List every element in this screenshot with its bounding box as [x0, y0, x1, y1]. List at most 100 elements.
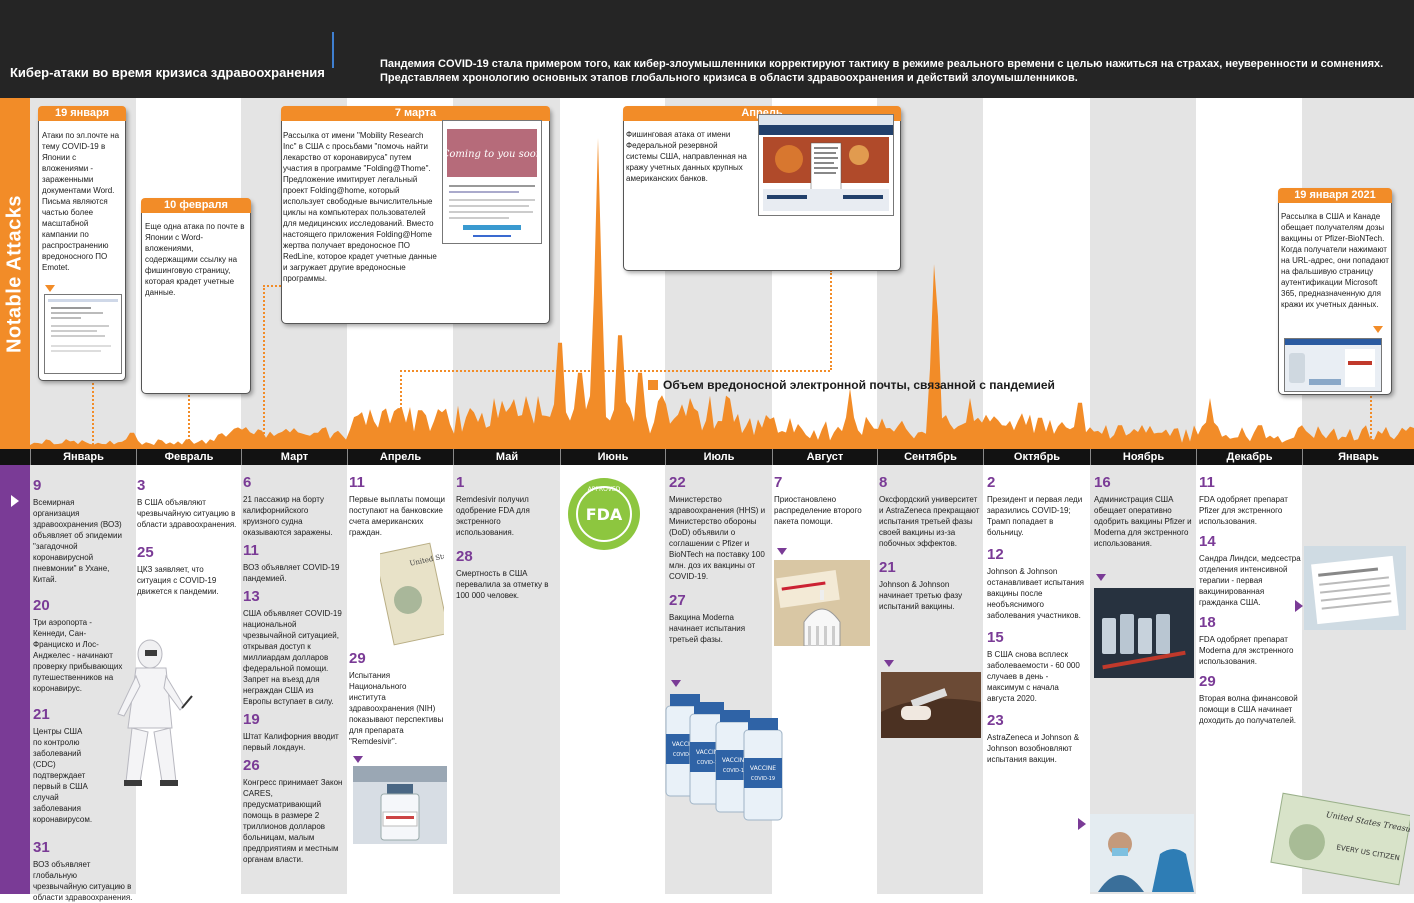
event-text: Министерство здравоохранения (HHS) и Мин… [669, 495, 766, 581]
event-text: FDA одобряет препарат Pfizer для экстрен… [1199, 495, 1288, 526]
chart-month-band [983, 98, 1090, 449]
attack-card-april: Апрель Фишинговая атака от имени Федерал… [623, 106, 901, 271]
event-text: Вакцина Moderna начинает испытания треть… [669, 613, 746, 644]
event-day: 2 [987, 474, 996, 491]
vaccine-label: VACCINE [750, 765, 776, 772]
event-day: 8 [879, 474, 888, 491]
capitol-relief-image [774, 560, 870, 646]
purple-arrow-icon [884, 660, 894, 667]
events-sidebar [0, 465, 30, 894]
event-text: ВОЗ объявляет COVID-19 пандемией. [243, 563, 340, 583]
hazmat-worker-image [108, 636, 194, 790]
event-text: Johnson & Johnson начинает третью фазу и… [879, 580, 963, 611]
header-accent-line [332, 32, 334, 68]
attack-card-feb10: 10 февраля Еще одна атака по почте в Япо… [141, 198, 251, 394]
purple-arrow-icon [671, 680, 681, 687]
attack-text: Атаки по эл.почте на тему COVID-19 в Япо… [42, 131, 120, 272]
purple-arrow-icon [353, 756, 363, 763]
event-text: Смертность в США перевалила за отметку в… [456, 569, 549, 600]
chart-legend: Объем вредоносной электронной почты, свя… [648, 378, 1055, 392]
attack-date: 7 марта [281, 106, 550, 121]
connector-jan2021 [1370, 393, 1372, 449]
event-day: 7 [774, 474, 783, 491]
event-text: FDA одобряет препарат Moderna для экстре… [1199, 635, 1294, 666]
attack-date: 10 февраля [141, 198, 251, 213]
event-day: 25 [137, 544, 154, 561]
event-text: Johnson & Johnson останавливает испытани… [987, 567, 1085, 620]
month-label: Сентябрь [877, 449, 983, 465]
vaccine-sublabel: COVID-19 [751, 776, 775, 782]
event-day: 19 [243, 711, 260, 728]
vaccine-sublabel: COVID-19 [723, 768, 747, 774]
event-day: 22 [669, 474, 686, 491]
event-day: 12 [987, 546, 1004, 563]
month-label: Ноябрь [1090, 449, 1196, 465]
attack-text: Рассылка в США и Канаде обещает получате… [1281, 212, 1389, 309]
connector-apr-v [400, 370, 402, 449]
vaccination-card-image [1304, 546, 1406, 630]
event-text: ЦКЗ заявляет, что ситуация с COVID-19 дв… [137, 565, 219, 596]
month-label: Декабрь [1196, 449, 1302, 465]
event-day: 11 [349, 474, 365, 491]
attack-card-jan19: 19 января Атаки по эл.почте на тему COVI… [38, 106, 126, 381]
attack-text: Фишинговая атака от имени Федеральной ре… [626, 130, 747, 183]
orange-arrow-icon [1373, 326, 1383, 333]
month-label: Август [772, 449, 877, 465]
event-text: Всемирная организация здравоохранения (В… [33, 498, 122, 584]
attack-text: Еще одна атака по почте в Японии с Word-… [145, 222, 245, 297]
phishing-email-screenshot [44, 294, 122, 374]
coming-to-you-text: Coming to you soon [443, 149, 541, 160]
month-label: Апрель [347, 449, 453, 465]
attack-card-jan19-2021: 19 января 2021 Рассылка в США и Канаде о… [1278, 188, 1392, 395]
event-day: 21 [33, 706, 50, 723]
event-text: ВОЗ объявляет глобальную чрезвычайную си… [33, 860, 133, 902]
event-text: Штат Калифорния вводит первый локдаун. [243, 732, 339, 752]
page-title: Кибер-атаки во время кризиса здравоохран… [10, 65, 325, 80]
event-text: Первые выплаты помощи поступают на банко… [349, 495, 446, 537]
purple-arrow-icon [777, 548, 787, 555]
connector-apr-v2 [830, 270, 832, 370]
vaccine-vial: VACCINE COVID-19 [743, 718, 783, 821]
event-text: Президент и первая леди заразились COVID… [987, 495, 1083, 537]
sidebar-label: Notable Attacks [3, 194, 26, 353]
month-label: Июль [665, 449, 772, 465]
folding-at-home-email-screenshot: Coming to you soon [442, 120, 542, 244]
month-label: Май [453, 449, 560, 465]
event-day: 18 [1199, 614, 1216, 631]
treasury-check-image: United States Treasury EVERY US CITIZEN [1262, 790, 1410, 890]
stimulus-check-image: United States [380, 542, 444, 646]
fda-approved-seal: FDA APPROVED [566, 476, 642, 552]
vaccine-sublabel: COVID-19 [673, 752, 697, 758]
legend-swatch [648, 380, 658, 390]
orange-arrow-icon [45, 285, 55, 292]
federal-reserve-phishing-screenshot [758, 114, 894, 216]
event-text: США объявляет COVID-19 национальной чрез… [243, 609, 342, 706]
event-day: 31 [33, 839, 50, 856]
connector-apr-h [400, 370, 830, 372]
events-month-column [665, 465, 772, 894]
event-day: 1 [456, 474, 465, 491]
event-day: 28 [456, 548, 473, 565]
approved-text: APPROVED [588, 486, 621, 493]
event-day: 29 [1199, 673, 1216, 690]
event-text: AstraZeneca и Johnson & Johnson возобнов… [987, 733, 1080, 764]
event-text: Оксфордский университет и AstraZeneca пр… [879, 495, 980, 548]
attack-date: 19 января 2021 [1278, 188, 1392, 203]
fda-text: FDA [586, 505, 623, 524]
event-day: 14 [1199, 533, 1216, 550]
events-month-column [772, 465, 877, 894]
events-month-column [983, 465, 1090, 894]
purple-arrow-icon [11, 495, 19, 507]
event-day: 11 [1199, 474, 1215, 491]
events-month-column [30, 465, 136, 894]
event-text: Приостановлено распределение второго пак… [774, 495, 862, 526]
month-label: Июнь [560, 449, 665, 465]
event-day: 29 [349, 650, 366, 667]
